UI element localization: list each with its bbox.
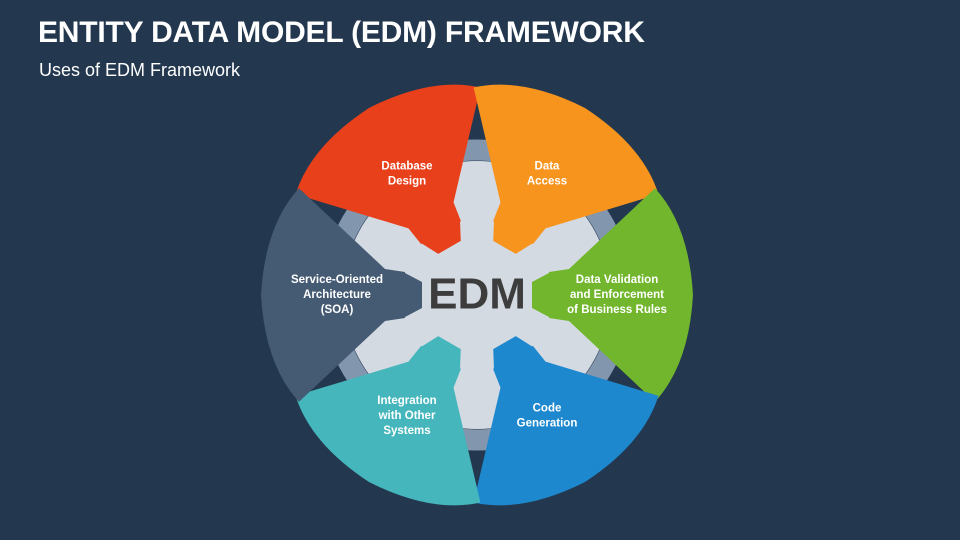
petal-shape[interactable] [412,289,677,535]
petal-label-line: Systems [383,425,430,437]
petal-label-line: Architecture [303,289,371,301]
petal-database-design[interactable] [277,55,542,301]
petal-label-line: Design [388,175,426,187]
petal-label-line: of Business Rules [567,304,667,316]
petal-shape[interactable] [412,55,677,301]
petal-label-line: Integration [377,395,436,407]
hub-center-label: EDM [428,270,526,319]
petal-label-line: Generation [517,418,578,430]
petal-label-line: Data Validation [576,274,658,286]
petal-label-line: Access [527,175,567,187]
petal-integration-with-other-systems[interactable] [277,289,542,535]
petal-label-line: Service-Oriented [291,274,383,286]
petal-label-line: (SOA) [321,304,354,316]
petal-data-access[interactable] [412,55,677,301]
petal-label-line: Data [535,160,561,172]
page-subtitle: Uses of EDM Framework [39,60,241,80]
petal-shape[interactable] [277,289,542,535]
petal-label-data-validation-and-enforcement-of-business-rules: Data Validation and Enforcement of Busines… [567,274,667,316]
petal-shape[interactable] [532,188,693,402]
petal-code-generation[interactable] [412,289,677,535]
petal-label-line: Code [533,403,562,415]
page-title: ENTITY DATA MODEL (EDM) FRAMEWORK [38,16,645,49]
petal-label-line: and Enforcement [570,289,664,301]
petal-shape[interactable] [277,55,542,301]
petal-service-oriented-architecture-soa[interactable] [261,188,422,402]
petal-shape[interactable] [261,188,422,402]
petal-data-validation-and-enforcement-of-business-rules[interactable] [532,188,693,402]
petal-label-line: with Other [378,410,436,422]
petal-label-line: Database [381,160,432,172]
